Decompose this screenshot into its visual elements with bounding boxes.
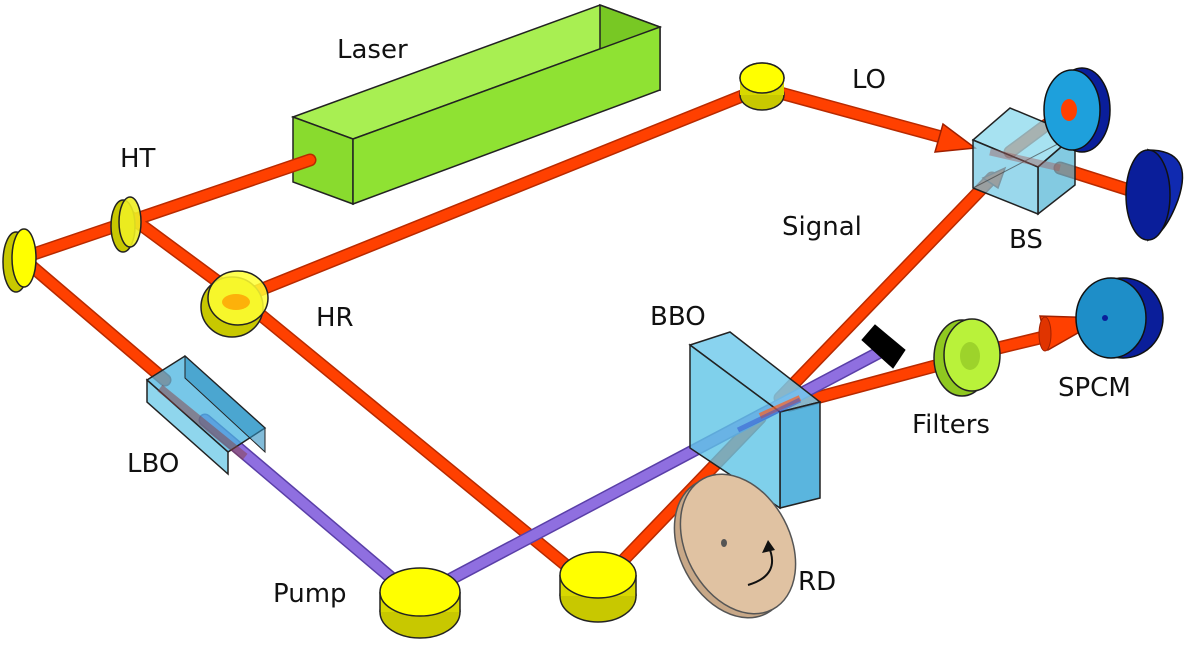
label-signal: Signal (782, 212, 862, 242)
label-ht: HT (120, 144, 156, 174)
label-pump: Pump (273, 579, 347, 609)
bottom-pump-mirror (379, 567, 461, 639)
red-beams (15, 81, 1152, 592)
spcm-detector (1075, 277, 1164, 359)
bs-detector-bottom (1125, 148, 1184, 242)
label-hr: HR (316, 303, 354, 333)
lo-arrow (933, 122, 977, 153)
hr-mirror (200, 270, 269, 338)
bbo-crystal (688, 331, 822, 510)
label-lo: LO (852, 65, 886, 95)
bottom-right-mirror (559, 551, 637, 623)
label-bs: BS (1009, 225, 1043, 255)
label-lbo: LBO (127, 449, 179, 479)
bs-cube (971, 107, 1077, 216)
label-laser: Laser (337, 35, 408, 65)
rd-disk (673, 473, 797, 619)
beam-dump (861, 324, 906, 369)
filters (933, 318, 1001, 397)
label-bbo: BBO (650, 302, 706, 332)
label-spcm: SPCM (1058, 373, 1131, 403)
lbo-crystal (145, 354, 267, 476)
left-mirror (2, 228, 37, 293)
labels: Laser LO HT Signal BS HR BBO SPCM Filter… (120, 35, 1131, 609)
label-filters: Filters (912, 410, 990, 440)
ht-mirror (110, 196, 142, 253)
laser-box (290, 3, 663, 206)
lo-mirror (739, 62, 785, 111)
bs-detector-top (1043, 67, 1111, 153)
label-rd: RD (798, 567, 836, 597)
